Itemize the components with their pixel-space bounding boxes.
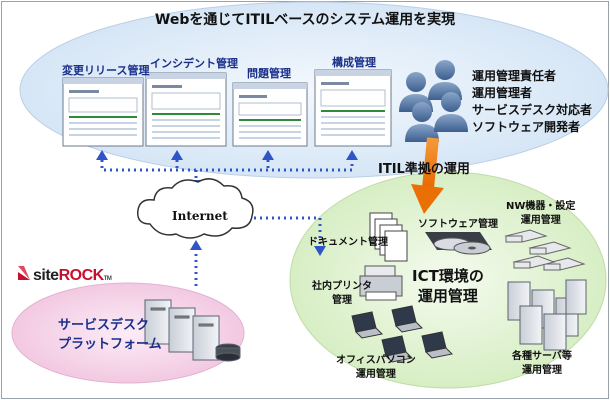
nw-label-line-1: NW機器・設定 [506, 201, 576, 212]
servers-label: 各種サーバ等運用管理 [512, 350, 572, 378]
ict-label: ICT環境の運用管理 [412, 266, 484, 306]
diagram-title: Webを通じてITILベースのシステム運用を実現 [154, 12, 456, 28]
servers-label-line-1: 各種サーバ等 [512, 351, 572, 362]
dotted-to-ict [248, 216, 322, 246]
laptops-icon [351, 305, 454, 363]
role-4: ソフトウェア開発者 [472, 120, 581, 134]
screen-thumb-3 [232, 82, 308, 147]
internet-label: Internet [172, 209, 228, 223]
roles-list: 運用管理責任者運用管理者サービスデスク対応者ソフトウェア開発者 [472, 68, 592, 136]
people-icon [399, 60, 468, 142]
screen-thumb-2 [145, 72, 227, 147]
documents-label: ドキュメント管理 [308, 237, 388, 248]
tool-label-incident: インシデント管理 [150, 57, 238, 70]
role-2: 運用管理者 [472, 86, 533, 100]
pc-label: オフィスパソコン運用管理 [336, 354, 416, 382]
ict-servers-icon [507, 279, 587, 351]
tool-label-configuration: 構成管理 [332, 56, 376, 69]
software-label: ソフトウェア管理 [418, 219, 498, 230]
logo-site: site [33, 267, 59, 284]
ict-label-line-1: ICT環境の [412, 267, 484, 285]
siterock-logo: siteROCKTM [33, 267, 112, 285]
nw-label-line-2: 運用管理 [520, 215, 561, 226]
logo-tm: TM [103, 276, 112, 282]
printer-label-line-1: 社内プリンタ [312, 281, 372, 292]
printer-label-line-2: 管理 [332, 295, 352, 306]
printer-label: 社内プリンタ管理 [312, 280, 372, 308]
role-1: 運用管理責任者 [472, 69, 557, 83]
documents-icon [369, 212, 408, 262]
tool-label-change-release: 変更リリース管理 [62, 64, 150, 77]
servers-label-line-2: 運用管理 [521, 365, 562, 376]
dotted-bus [100, 160, 354, 172]
screen-thumb-1 [62, 77, 144, 147]
platform-label: サービスデスクプラットフォーム [58, 316, 162, 354]
nw-label: NW機器・設定運用管理 [506, 200, 575, 228]
tool-label-problem: 問題管理 [247, 67, 291, 80]
logo-rock: ROCK [58, 267, 105, 284]
platform-label-line-1: サービスデスク [58, 318, 150, 333]
pc-label-line-1: オフィスパソコン [336, 355, 416, 366]
role-3: サービスデスク対応者 [472, 103, 593, 117]
dotted-links [100, 160, 354, 290]
itil-arrow [411, 137, 444, 214]
itil-label: ITIL準拠の運用 [378, 162, 470, 177]
cloud-icon [137, 178, 254, 239]
software-icon [425, 232, 492, 255]
printer-icon [359, 265, 403, 301]
nw-devices-icon [504, 229, 586, 271]
ict-label-line-2: 運用管理 [417, 287, 478, 305]
platform-label-line-2: プラットフォーム [58, 337, 162, 352]
pc-label-line-2: 運用管理 [355, 369, 396, 380]
screen-thumb-4 [314, 69, 392, 147]
tool-screens [62, 69, 392, 147]
platform-servers-icon [144, 299, 241, 362]
siterock-logo-mark [18, 266, 30, 280]
